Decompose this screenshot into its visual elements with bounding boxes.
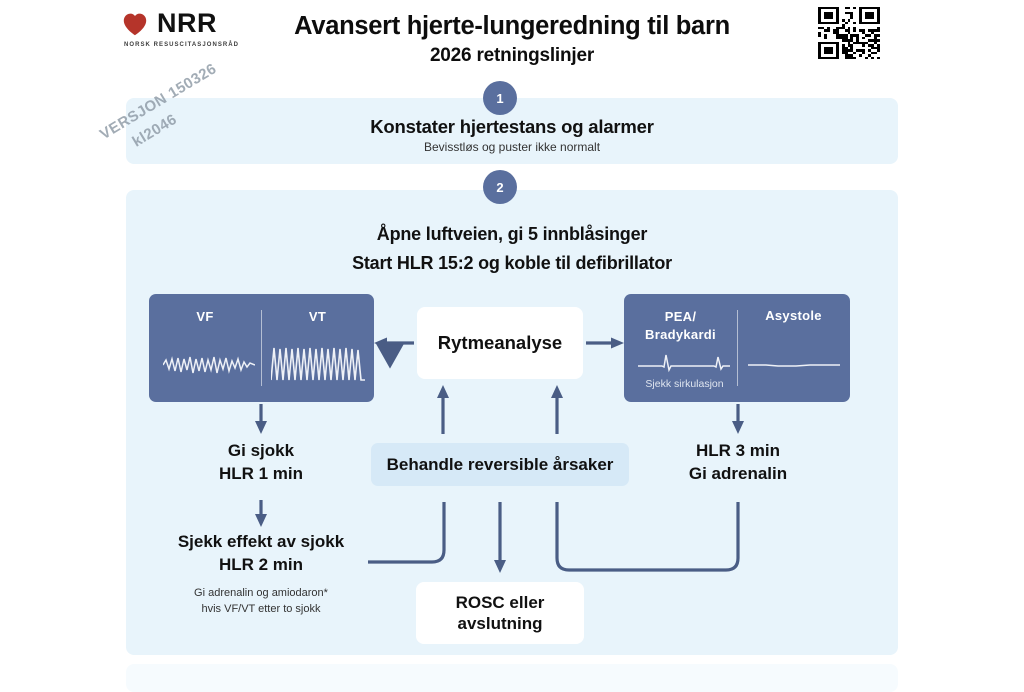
step-2-line-2: Start HLR 15:2 og koble til defibrillato… [352, 253, 672, 273]
shockable-step2-line2: HLR 2 min [218, 554, 304, 574]
step-1-subtitle: Bevisstløs og puster ikke normalt [423, 140, 601, 154]
pea-label-line-2: Bradykardi [645, 326, 716, 342]
shockable-rhythm-box: VF VT [149, 294, 374, 402]
footer-panel [126, 664, 898, 692]
ventricular-fibrillation-waveform [163, 356, 255, 374]
nrr-logo: NRR NORSK RESUSCITASJONSRÅD [122, 10, 262, 48]
pea-bradycardia-label: PEA/ Bradykardi [624, 308, 737, 343]
rhythm-divider [261, 310, 262, 386]
shockable-treatment-step-1: Gi sjokk HLR 1 min [161, 440, 361, 486]
outcome-line-2: avslutning [457, 614, 543, 633]
logo-subtitle: NORSK RESUSCITASJONSRÅD [124, 42, 240, 48]
page-subtitle: 2026 retningslinjer [429, 44, 595, 66]
pea-label-line-1: PEA/ [664, 309, 697, 324]
logo-wordmark: NRR [157, 8, 217, 38]
step-2-panel [126, 190, 898, 655]
step-1-badge: 1 [483, 81, 517, 115]
medication-footnote: Gi adrenalin og amiodaron* hvis VF/VT et… [156, 586, 366, 618]
asystole-label: Asystole [765, 308, 822, 323]
step-2-line-1: Åpne luftveien, gi 5 innblåsinger [376, 224, 648, 244]
step-1-title: Konstater hjertestans og alarmer [370, 116, 654, 137]
page-title: Avansert hjerte-lungeredning til barn [294, 12, 730, 40]
footnote-line-2: hvis VF/VT etter to sjokk [201, 602, 321, 615]
pea-bradycardia-waveform [638, 354, 730, 373]
vf-label: VF [196, 309, 214, 324]
rhythm-analysis-node: Rytmeanalyse [417, 307, 583, 379]
title-block: Avansert hjerte-lungeredning til barn 20… [232, 12, 792, 67]
non-shockable-rhythm-box: PEA/ Bradykardi Asystole Sjekk sirkulasj… [624, 294, 850, 402]
reversible-causes-node: Behandle reversible årsaker [371, 443, 629, 486]
non-shockable-line2: Gi adrenalin [688, 463, 788, 483]
outcome-node: ROSC eller avslutning [416, 582, 584, 644]
page-header: NRR NORSK RESUSCITASJONSRÅD Avansert hje… [0, 0, 1024, 80]
step-2-badge: 2 [483, 170, 517, 204]
shockable-step2-line1: Sjekk effekt av sjokk [177, 532, 345, 551]
shockable-step1-line2: HLR 1 min [218, 463, 304, 483]
footnote-line-1: Gi adrenalin og amiodaron* [194, 587, 328, 599]
outcome-line-1: ROSC eller [455, 592, 545, 612]
shockable-treatment-step-2: Sjekk effekt av sjokk HLR 2 min [156, 531, 366, 577]
non-shockable-line1: HLR 3 min [695, 441, 781, 460]
heart-icon [123, 13, 147, 35]
pea-caption: Sjekk sirkulasjon [645, 378, 724, 390]
qr-code-icon[interactable] [818, 7, 880, 59]
asystole-flatline-waveform [748, 364, 840, 367]
non-shockable-treatment: HLR 3 min Gi adrenalin [638, 440, 838, 486]
vt-label: VT [308, 309, 327, 324]
shockable-step1-line1: Gi sjokk [227, 441, 295, 460]
ventricular-tachycardia-waveform [271, 347, 365, 381]
rhythm-divider [737, 310, 738, 386]
